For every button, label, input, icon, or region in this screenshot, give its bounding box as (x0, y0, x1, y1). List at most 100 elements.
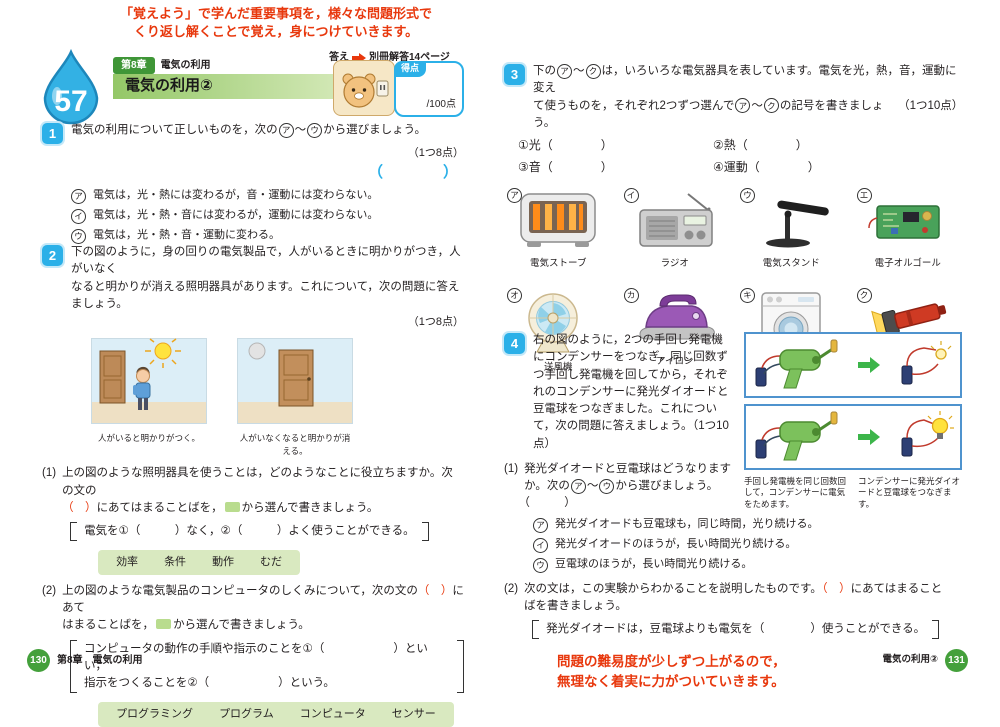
hand-generator-icon (755, 411, 838, 461)
chapter-title: 電気の利用 (160, 60, 211, 71)
bracket-right (457, 639, 464, 694)
q4-option-b: イ 発光ダイオードのほうが，長い時間光り続ける。 (532, 536, 962, 553)
circled-letter: ア (570, 478, 586, 494)
q4-figure-captions: 手回し発電機を同じ回数回して，コンデンサーに電気をためます。 コンデンサーに発光… (744, 476, 962, 510)
question-1-points: （1つ8点） (407, 147, 464, 159)
q2-sub1-word-bank: 効率 条件 動作 むだ (98, 550, 301, 575)
q4-sub2-text: 次の文は，この実験からわかることを説明したものです。（ ）にあてはまること ばを… (524, 582, 943, 612)
radio-icon (639, 193, 713, 247)
q4-sub2-label: (2) (504, 582, 519, 595)
question-4-prompt: 右の図のように，2つの手回し発電機にコンデンサーをつなぎ，同じ回数ずつ手回し発電… (533, 334, 729, 450)
chapter-tag: 第8章 (113, 57, 155, 74)
q2-sub1-text: 上の図のような照明器具を使うことは，どのようなことに役立ちますか。次の文の （ … (62, 467, 453, 514)
room-light-on: 人がいると明かりがつく。 (90, 337, 208, 458)
q2-sub2-label: (2) (42, 584, 57, 597)
bracket-left (70, 522, 78, 542)
bracket-right (932, 620, 940, 640)
footer-right-label: 電気の利用② (882, 654, 938, 666)
q4-sub1-text: 発光ダイオードと豆電球はどうなりますか。次のア〜ウから選びましょう。（ ） (524, 462, 732, 510)
hand-generator-icon (755, 339, 838, 389)
answer-blank: （ ） (747, 160, 820, 174)
water-drop-icon: 57 (43, 48, 99, 125)
question-2-points: （1つ8点） (407, 316, 464, 328)
footer-right: 電気の利用② 131 (882, 649, 968, 672)
question-3-points: （1つ10点） (898, 99, 964, 112)
room-light-off-caption: 人がいなくなると明かりが消える。 (239, 432, 351, 456)
circled-letter: ア (507, 188, 522, 203)
circled-letter: ウ (307, 122, 323, 138)
q4-figure: 手回し発電機を同じ回数回して，コンデンサーに電気をためます。 コンデンサーに発光… (744, 332, 962, 513)
page-number-left: 130 (27, 649, 50, 672)
question-3-prompt: 下のア〜クは，いろいろな電気器具を表しています。電気を光，熱，音，運動に変え て… (533, 63, 964, 132)
circled-letter: イ (533, 537, 548, 553)
q4-sub1-label: (1) (504, 462, 519, 475)
circled-letter: キ (740, 287, 755, 303)
circled-letter: ウ (740, 188, 755, 203)
circled-letter: ク (763, 98, 779, 114)
score-label: 得点 (394, 61, 427, 77)
page-number-right: 131 (945, 649, 968, 672)
question-1-prompt: 電気の利用について正しいものを，次のア〜ウから選びましょう。 (71, 122, 426, 138)
answer-reference: 答え 別冊解答14ページ (329, 50, 450, 65)
lesson-number: 57 (54, 85, 87, 118)
blank-paren: （ ） (62, 501, 97, 514)
circled-letter: カ (623, 287, 639, 303)
circled-letter: オ (507, 287, 522, 303)
q4-panel-led (744, 332, 962, 398)
question-3: 3 下のア〜クは，いろいろな電気器具を表しています。電気を光，熱，音，運動に変え… (504, 63, 964, 376)
room-light-on-caption: 人がいると明かりがつく。 (97, 432, 200, 443)
top-tagline: 「覚えよう」で学んだ重要事項を，様々な問題形式で くり返し解くことで覚え，身につ… (100, 5, 452, 41)
circled-letter: ア (278, 122, 294, 138)
q1-option-a: ア 電気は，光・熱には変わるが，音・運動には変わらない。 (70, 187, 464, 204)
room-light-off-illustration (237, 337, 353, 424)
bracket-right (421, 522, 429, 542)
q2-sub1-sentence: 電気を①（ ）なく，②（ ）よく使うことができる。 (70, 522, 464, 542)
circled-letter: ア (735, 98, 751, 114)
appliance-iron: カ アイロン (621, 287, 730, 376)
q2-sub1-label: (1) (42, 467, 57, 480)
question-1-answer-blank: （ ） (367, 163, 458, 181)
q4-option-c: ウ 豆電球のほうが，長い時間光り続ける。 (532, 556, 962, 573)
tagline-line2: くり返し解くことで覚え，身につけていきます。 (133, 24, 419, 40)
footer-left: 130 第8章 電気の利用 (27, 649, 143, 672)
mascot-box (333, 60, 395, 116)
red-arrow-icon (352, 52, 366, 63)
hamster-mascot-icon (342, 73, 389, 108)
circled-letter: ア (71, 189, 86, 204)
q4-option-a: ア 発光ダイオードも豆電球も，同じ時間，光り続ける。 (532, 516, 962, 533)
q2-figures: 人がいると明かりがつく。 人がいなくなると明かりが消える。 (90, 337, 464, 458)
green-arrow-icon (858, 357, 880, 373)
tagline-line1: 「覚えよう」で学んだ重要事項を，様々な問題形式で (119, 6, 432, 21)
score-total: /100点 (426, 99, 456, 110)
circled-letter: ウ (599, 478, 615, 494)
q1-option-c: ウ 電気は，光・熱・音・運動に変わる。 (70, 227, 464, 244)
answer-label: 答え (329, 52, 349, 63)
circled-letter: ウ (533, 557, 548, 573)
lesson-title: 電気の利用② (125, 77, 213, 95)
desk-lamp-icon (766, 200, 830, 248)
q4-sub2-sentence: 発光ダイオードは，豆電球よりも電気を（ ）使うことができる。 (532, 620, 962, 640)
question-2-number: 2 (42, 245, 63, 266)
question-2-prompt: 下の図のように，身の回りの電気製品で，人がいるときに明かりがつき，人がいなく な… (71, 246, 461, 310)
chapter-row: 第8章 電気の利用 (113, 57, 211, 74)
fan-icon (528, 292, 578, 352)
appliance-heater: ア 電気ストーブ (504, 188, 613, 272)
word-bank-ref-icon (224, 501, 240, 512)
green-arrow-icon (858, 429, 880, 445)
footer-note: 問題の難易度が少しずつ上がるので， 無理なく着実に力がついていきます。 (557, 654, 786, 689)
q4-caption-right: コンデンサーに発光ダイオードと豆電球をつなぎます。 (858, 476, 961, 509)
q2-sub1: (1) 上の図のような照明器具を使うことは，どのようなことに役立ちますか。次の文… (42, 465, 464, 575)
iron-icon (639, 294, 715, 339)
question-3-number: 3 (504, 64, 525, 85)
question-4-points: （1つ10点） (533, 420, 729, 450)
blank-paren: （ ） (417, 584, 453, 597)
circled-letter: エ (856, 188, 872, 203)
q4-caption-left: 手回し発電機を同じ回数回して，コンデンサーに電気をためます。 (744, 476, 847, 509)
q4-sub2: (2) 次の文は，この実験からわかることを説明したものです。（ ）にあてはまるこ… (504, 581, 962, 644)
q1-option-b: イ 電気は，光・熱・音には変わるが，運動には変わらない。 (70, 207, 464, 224)
lesson-title-bar: 電気の利用② (113, 74, 358, 99)
room-light-on-illustration (91, 337, 207, 424)
circled-letter: ア (557, 63, 572, 79)
answer-blank: （ ） (735, 138, 808, 152)
appliance-radio: イ ラジオ (621, 188, 730, 272)
